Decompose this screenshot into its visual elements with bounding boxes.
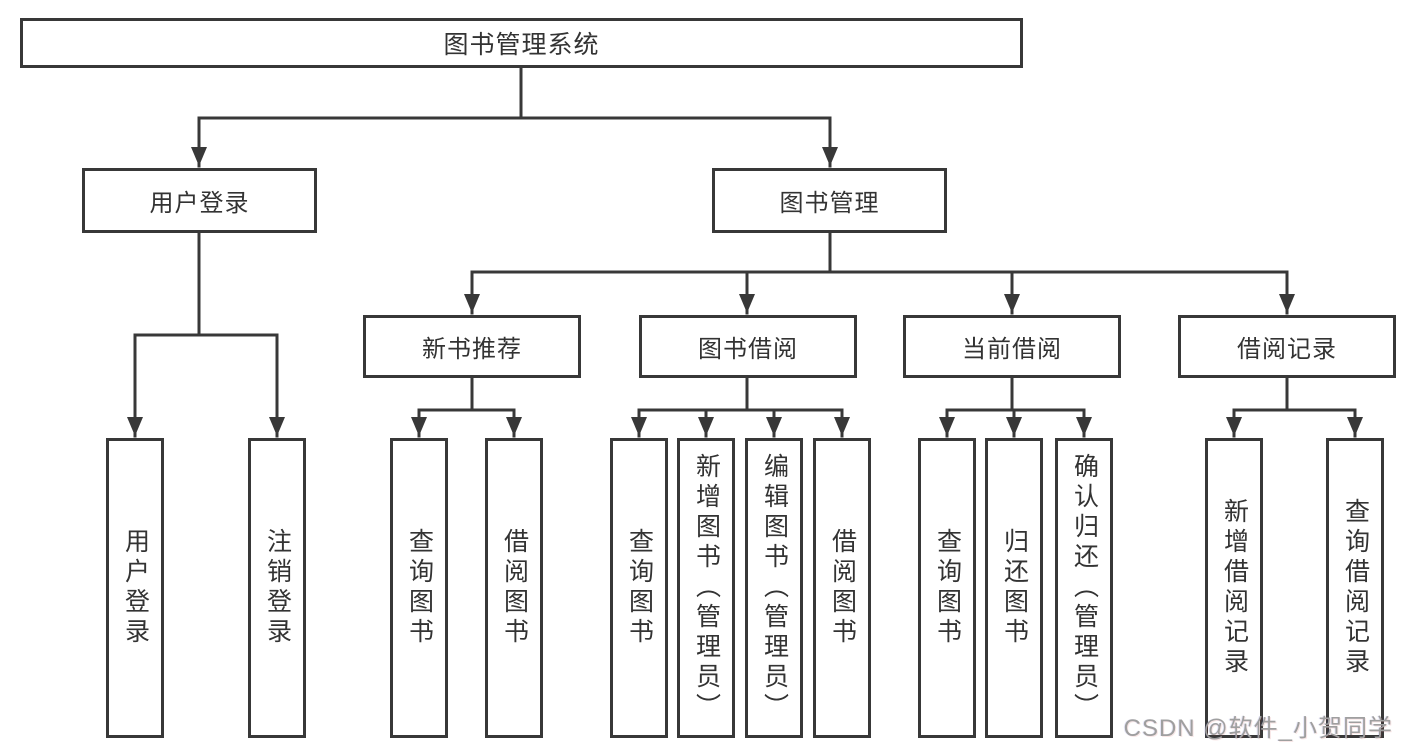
leaf-records-add-record: 新增借阅记录 <box>1205 438 1263 738</box>
leaf-recommend-borrow-books: 借阅图书 <box>485 438 543 738</box>
node-borrow-records: 借阅记录 <box>1178 315 1396 378</box>
leaf-borrow-edit-books-admin-label: 编辑图书（管理员） <box>760 453 789 723</box>
leaf-records-query-record-label: 查询借阅记录 <box>1341 498 1370 678</box>
leaf-recommend-borrow-books-label: 借阅图书 <box>500 528 529 648</box>
leaf-current-query-books-label: 查询图书 <box>933 528 962 648</box>
leaf-borrow-query-books-label: 查询图书 <box>625 528 654 648</box>
leaf-recommend-query-books: 查询图书 <box>390 438 448 738</box>
leaf-records-add-record-label: 新增借阅记录 <box>1220 498 1249 678</box>
csdn-watermark: CSDN @软件_小贺同学 <box>1123 715 1393 742</box>
leaf-records-query-record: 查询借阅记录 <box>1326 438 1384 738</box>
leaf-borrow-edit-books-admin: 编辑图书（管理员） <box>745 438 803 738</box>
leaf-borrow-add-books-admin: 新增图书（管理员） <box>677 438 735 738</box>
leaf-current-return-books: 归还图书 <box>985 438 1043 738</box>
leaf-logout-label: 注销登录 <box>263 528 292 648</box>
node-new-book-recommend: 新书推荐 <box>363 315 581 378</box>
leaf-current-query-books: 查询图书 <box>918 438 976 738</box>
leaf-user-login: 用户登录 <box>106 438 164 738</box>
leaf-borrow-borrow-books: 借阅图书 <box>813 438 871 738</box>
node-book-management: 图书管理 <box>712 168 947 233</box>
node-root: 图书管理系统 <box>20 18 1023 68</box>
node-book-borrow: 图书借阅 <box>639 315 857 378</box>
leaf-current-confirm-return-admin-label: 确认归还（管理员） <box>1070 453 1099 723</box>
leaf-recommend-query-books-label: 查询图书 <box>405 528 434 648</box>
node-user-login: 用户登录 <box>82 168 317 233</box>
leaf-borrow-borrow-books-label: 借阅图书 <box>828 528 857 648</box>
leaf-borrow-query-books: 查询图书 <box>610 438 668 738</box>
node-current-borrow: 当前借阅 <box>903 315 1121 378</box>
leaf-logout: 注销登录 <box>248 438 306 738</box>
leaf-user-login-label: 用户登录 <box>121 528 150 648</box>
leaf-borrow-add-books-admin-label: 新增图书（管理员） <box>692 453 721 723</box>
leaf-current-return-books-label: 归还图书 <box>1000 528 1029 648</box>
leaf-current-confirm-return-admin: 确认归还（管理员） <box>1055 438 1113 738</box>
